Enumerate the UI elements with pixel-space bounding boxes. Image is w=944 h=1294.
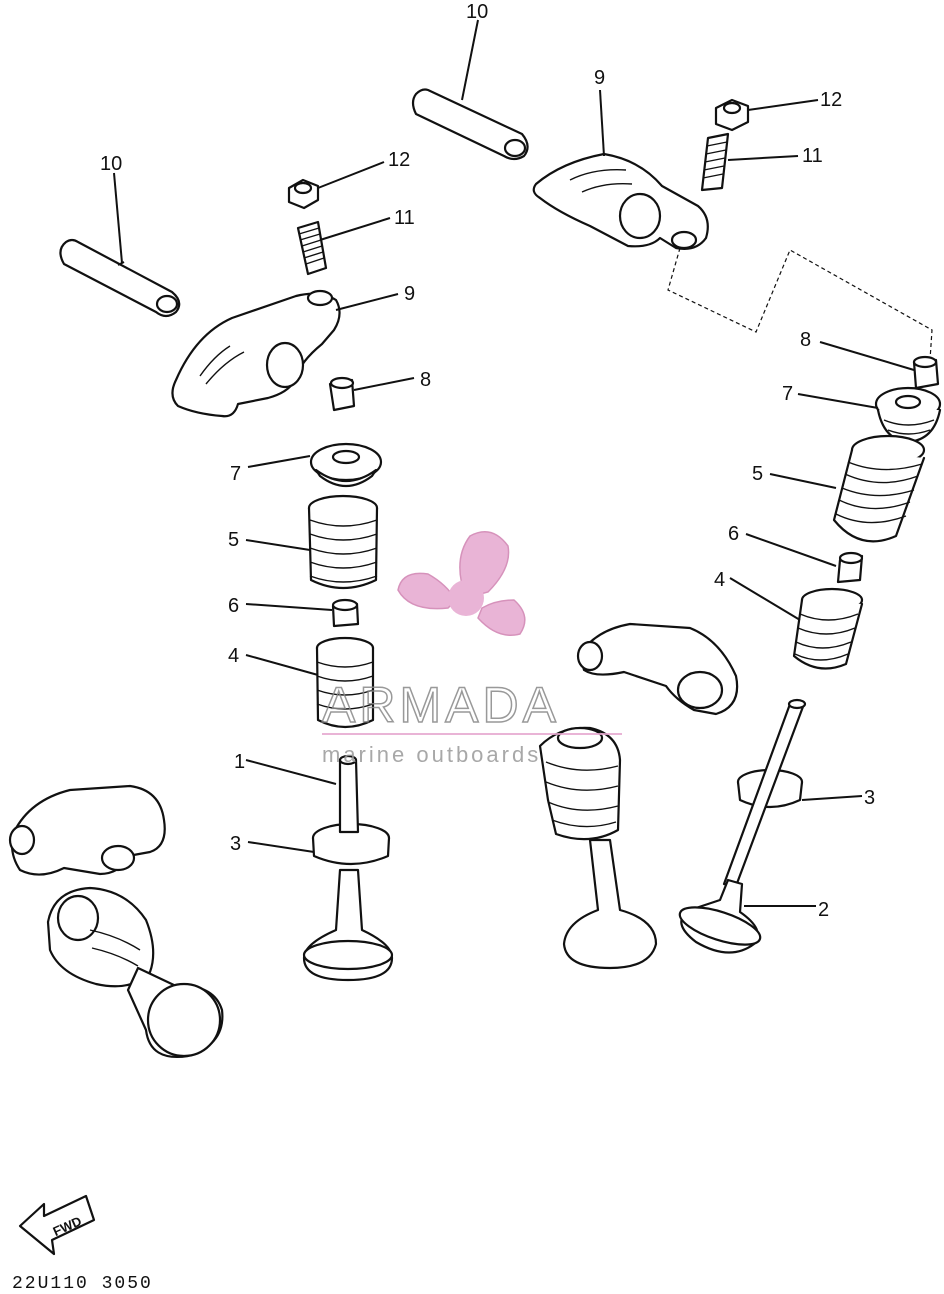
outer-valve-spring-left — [307, 494, 379, 590]
watermark-tagline: marine outboards — [322, 742, 541, 767]
cylinder-head-sketch-right — [538, 622, 739, 970]
callout-12-left: 12 — [388, 149, 410, 171]
callout-6-right: 6 — [728, 523, 739, 545]
rocker-arm-right — [532, 152, 709, 250]
adjusting-screw-left — [296, 220, 328, 276]
inner-valve-spring-left — [315, 636, 375, 729]
outer-valve-spring-right — [832, 434, 926, 543]
callout-4-left: 4 — [228, 645, 239, 667]
stem-seal-left — [328, 376, 356, 412]
adjusting-screw-right — [700, 132, 730, 192]
spring-seat-right — [836, 551, 864, 584]
armada-watermark: ARMADA marine outboards — [321, 531, 622, 767]
spring-seat-left — [331, 598, 360, 628]
callout-10-right: 10 — [466, 1, 488, 23]
callout-5-right: 5 — [752, 463, 763, 485]
callout-8-left: 8 — [420, 369, 431, 391]
locknut-left — [287, 178, 320, 210]
locknut-right — [714, 98, 750, 132]
rocker-arm-left — [171, 289, 341, 418]
exhaust-valve — [678, 698, 807, 954]
callout-7-left: 7 — [230, 463, 241, 485]
callout-2: 2 — [818, 899, 829, 921]
callout-1: 1 — [234, 751, 245, 773]
callout-3-right: 3 — [864, 787, 875, 809]
inner-valve-spring-right — [792, 587, 864, 670]
rocker-shaft-left — [59, 238, 181, 318]
cylinder-head-sketch-left — [8, 784, 224, 1059]
callout-11-left: 11 — [394, 207, 415, 229]
stem-seal-right — [912, 355, 940, 390]
callout-9-left: 9 — [404, 283, 415, 305]
drawing-code: 22U110 3050 — [12, 1274, 153, 1294]
intake-valve — [302, 754, 394, 982]
callout-6-left: 6 — [228, 595, 239, 617]
callout-11-right: 11 — [802, 145, 823, 167]
callout-4-right: 4 — [714, 569, 725, 591]
callout-3-left: 3 — [230, 833, 241, 855]
spring-retainer-left — [309, 442, 383, 488]
callout-7-right: 7 — [782, 383, 793, 405]
rocker-shaft-right — [411, 88, 529, 161]
callout-5-left: 5 — [228, 529, 239, 551]
callout-12-right: 12 — [820, 89, 842, 111]
watermark-brand: ARMADA — [322, 677, 560, 733]
callout-10-left: 10 — [100, 153, 122, 175]
callout-9-right: 9 — [594, 67, 605, 89]
spring-retainer-right — [874, 386, 942, 444]
propeller-logo-icon — [397, 531, 526, 636]
forward-arrow-icon: FWD — [18, 1194, 96, 1256]
callout-8-right: 8 — [800, 329, 811, 351]
